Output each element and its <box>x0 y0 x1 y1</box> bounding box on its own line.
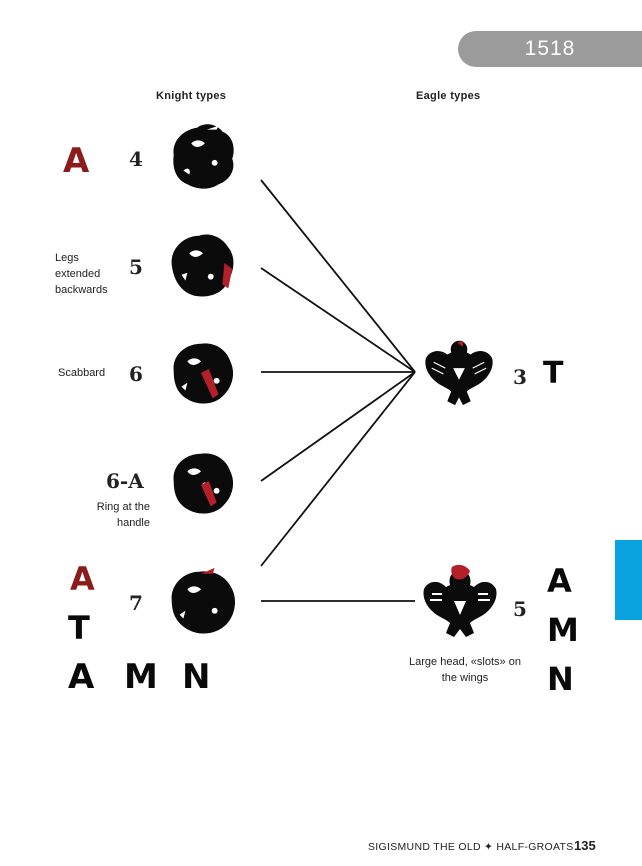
knight7-letter-m: M <box>124 657 158 697</box>
line-knight5-eagle3 <box>260 267 416 373</box>
knight5-note: Legs extended backwards <box>55 252 108 296</box>
eagle5-number: 5 <box>513 597 527 621</box>
knight6a-note: Ring at the handle <box>96 501 150 529</box>
eagle-coin-5 <box>423 564 497 637</box>
knight-coin-6a <box>173 453 234 514</box>
knight6-note: Scabbard <box>58 367 106 379</box>
knight4-number: 4 <box>129 147 143 171</box>
knight7-letter-a: A <box>68 657 95 697</box>
knight7-number: 7 <box>129 591 143 615</box>
eagle5-letter-a: A <box>547 562 572 600</box>
line-knight7-eagle3 <box>260 371 416 567</box>
eagle5-note: Large head, «slots» on the wings <box>409 656 521 684</box>
knight-coin-5 <box>171 234 234 297</box>
year-tab: 1518 <box>458 31 642 67</box>
page-number: 135 <box>574 838 596 853</box>
eagle5-letter-n: N <box>547 660 574 698</box>
line-knight4-eagle3 <box>260 179 416 373</box>
knight-coin-7 <box>171 567 236 634</box>
knight5-number: 5 <box>129 255 143 279</box>
knight7-red-mark: A <box>70 560 95 598</box>
knight-coin-4 <box>173 124 234 189</box>
knight-coin-6 <box>173 343 234 404</box>
eagle-types-title: Eagle types <box>416 90 481 102</box>
knight6-number: 6 <box>129 362 143 386</box>
knight7-letter-n: N <box>182 657 211 697</box>
chapter-side-tab <box>615 540 642 620</box>
footer-title: SIGISMUND THE OLD ✦ HALF-GROATS <box>368 841 574 853</box>
knight-types-title: Knight types <box>156 90 227 102</box>
knight6a-number: 6-A <box>106 469 144 493</box>
knight7-black-mark: T <box>68 609 90 647</box>
eagle-coin-3 <box>425 340 493 406</box>
eagle3-mark: T <box>543 356 564 391</box>
line-knight6a-eagle3 <box>260 371 416 482</box>
eagle3-number: 3 <box>513 365 527 389</box>
knight4-red-mark: A <box>63 141 90 181</box>
eagle5-letter-m: M <box>547 611 579 649</box>
